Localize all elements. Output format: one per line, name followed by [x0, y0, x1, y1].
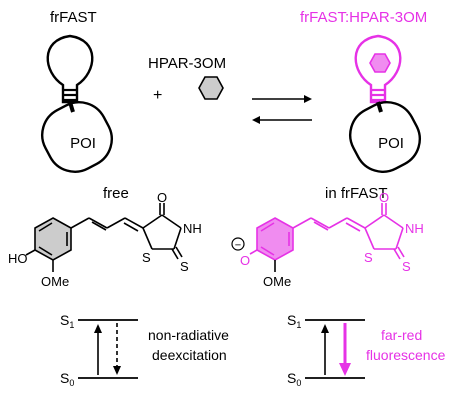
s1-label: S1	[60, 312, 74, 330]
nonradiative-text-2: deexcitation	[152, 347, 227, 363]
free-molecule: free	[8, 185, 202, 289]
free-label: free	[103, 185, 129, 202]
poi-shape	[41, 101, 113, 173]
nh-label: NH	[183, 221, 202, 236]
poi-shape-right	[349, 101, 421, 173]
excitation-arrowhead	[94, 324, 102, 333]
s0-label: S0	[60, 370, 74, 388]
ho-label: HO	[8, 251, 28, 266]
equilibrium-arrows	[252, 95, 312, 124]
hexagon-ligand-icon	[198, 76, 224, 100]
frfast-holo-scheme: frFAST:HPAR-3OM POI	[300, 9, 427, 173]
energy-diagram-bound: S1 S0 far-red fluorescence	[287, 312, 446, 388]
fluorescence-text-2: fluorescence	[366, 347, 446, 363]
bound-label: in frFAST	[325, 185, 388, 202]
minus-sign: −	[235, 240, 241, 252]
carbonyl-o-label-right: O	[379, 190, 389, 205]
poi-label-left: POI	[70, 135, 96, 152]
poi-label-right: POI	[378, 135, 404, 152]
frfast-label: frFAST	[50, 9, 97, 26]
plus-sign: +	[153, 87, 162, 104]
ome-label: OMe	[41, 274, 69, 289]
nonradiative-text-1: non-radiative	[148, 327, 229, 343]
ring-s-label-right: S	[364, 250, 373, 265]
excitation-arrowhead-right	[321, 324, 329, 333]
fluorescence-text-1: far-red	[381, 327, 422, 343]
thione-s-label: S	[180, 259, 189, 274]
energy-diagram-free: S1 S0 non-radiative deexcitation	[60, 312, 229, 388]
lightbulb-lit-icon	[354, 34, 402, 104]
bound-molecule: in frFAST − O OM	[231, 185, 424, 289]
nh-label-right: NH	[405, 221, 424, 236]
carbonyl-o-label: O	[157, 190, 167, 205]
negative-charge-icon	[231, 237, 245, 251]
s0-label-right: S0	[287, 370, 301, 388]
s1-label-right: S1	[287, 312, 301, 330]
ring-s-label: S	[142, 250, 151, 265]
ligand-scheme: HPAR-3OM +	[148, 55, 226, 104]
bound-ligand-icon	[369, 53, 391, 73]
ligand-label: HPAR-3OM	[148, 55, 226, 72]
lightbulb-icon	[46, 34, 94, 104]
phenolate-o-label: O	[240, 253, 250, 268]
complex-label: frFAST:HPAR-3OM	[300, 9, 427, 26]
thione-s-label-right: S	[402, 259, 411, 274]
frfast-apo-scheme: frFAST POI	[41, 9, 113, 173]
fluorescence-arrowhead	[339, 363, 351, 376]
nonradiative-arrowhead	[113, 366, 121, 375]
ome-label-right: OMe	[263, 274, 291, 289]
